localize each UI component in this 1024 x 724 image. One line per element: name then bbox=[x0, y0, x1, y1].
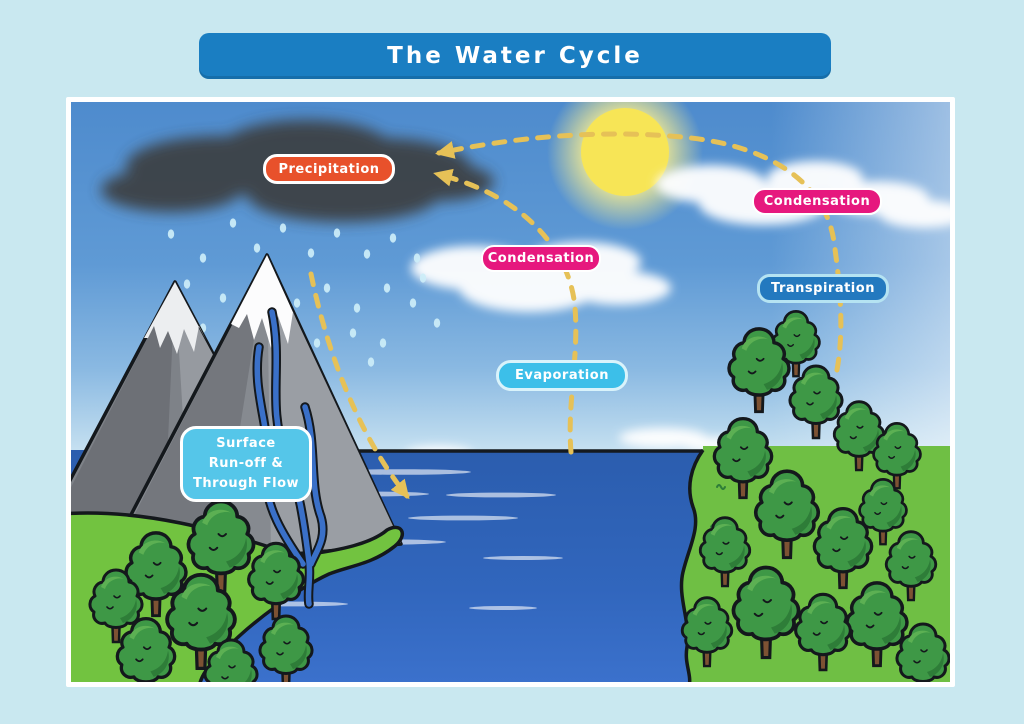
label-surface-line1: Surface bbox=[216, 435, 276, 451]
label-precipitation-text: Precipitation bbox=[278, 161, 380, 177]
label-transpiration: Transpiration bbox=[757, 274, 889, 303]
snow-cap bbox=[231, 255, 301, 348]
label-precipitation: Precipitation bbox=[263, 154, 395, 184]
label-condensation-mid-text: Condensation bbox=[487, 251, 595, 266]
label-surface-runoff: Surface Run-off & Through Flow bbox=[180, 426, 312, 502]
evaporation-arrow bbox=[433, 168, 579, 455]
precipitation-runoff-arrow bbox=[308, 271, 410, 500]
snow-cap bbox=[144, 282, 206, 354]
page-title: The Water Cycle bbox=[387, 43, 643, 69]
label-condensation-mid: Condensation bbox=[481, 245, 601, 272]
label-transpiration-text: Transpiration bbox=[771, 281, 875, 296]
label-evaporation-text: Evaporation bbox=[515, 368, 609, 383]
label-condensation-right: Condensation bbox=[752, 188, 882, 215]
label-condensation-right-text: Condensation bbox=[763, 194, 871, 209]
title-bar: The Water Cycle bbox=[199, 33, 831, 79]
label-surface-line3: Through Flow bbox=[192, 476, 300, 492]
label-surface-line2: Run-off & bbox=[208, 455, 284, 471]
label-evaporation: Evaporation bbox=[496, 360, 628, 391]
water-cycle-diagram: Precipitation Condensation Condensation … bbox=[66, 97, 955, 687]
